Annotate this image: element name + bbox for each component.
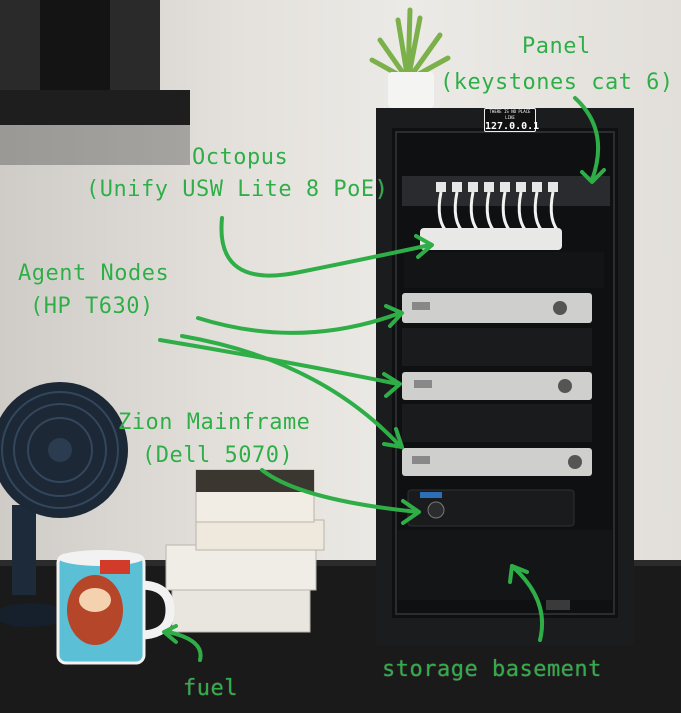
fuel-arrowhead [162, 624, 178, 644]
storage-label: storage basement [382, 657, 602, 682]
desk-edge [0, 560, 681, 566]
panel-arrow [573, 96, 601, 182]
agent-arrowhead-1 [384, 304, 404, 328]
panel-label: Panel [522, 34, 591, 59]
agent-nodes-label: Agent Nodes [18, 261, 170, 286]
zion-mainframe [407, 489, 575, 527]
book-stack [165, 469, 325, 633]
agent-arrow-2 [158, 338, 400, 386]
patch-panel [402, 176, 610, 206]
octopus-arrowhead [414, 234, 434, 259]
agent-node-1 [402, 293, 592, 323]
sticker-small-text: THERE IS NO PLACE LIKE [489, 109, 531, 120]
zion-sublabel: (Dell 5070) [142, 443, 294, 468]
coffee-mug [56, 550, 175, 665]
agent-arrowhead-3 [382, 427, 404, 449]
network-switch [404, 228, 604, 288]
agent-node-2 [402, 372, 592, 400]
shelf-speaker [40, 0, 110, 95]
vented-shelf-2 [402, 404, 592, 442]
storage-basement [398, 530, 612, 610]
zion-arrow [260, 468, 420, 514]
agent-node-3 [402, 448, 592, 476]
ip-sticker: THERE IS NO PLACE LIKE 127.0.0.1 [484, 108, 540, 132]
wall-shelf [0, 90, 190, 125]
vented-shelf-1 [402, 328, 592, 366]
storage-arrow [510, 564, 545, 642]
agent-arrow-1 [196, 311, 402, 335]
shelf-shadow [0, 125, 190, 165]
panel-arrowhead [580, 168, 606, 184]
sticker-ip: 127.0.0.1 [485, 121, 540, 132]
fuel-arrow [166, 630, 203, 662]
potted-plant [369, 7, 451, 108]
agent-arrowhead-2 [382, 372, 402, 398]
panel-sublabel: (keystones cat 6) [440, 70, 674, 95]
agent-arrow-3 [180, 334, 402, 448]
zion-arrowhead [401, 499, 421, 525]
octopus-label: Octopus [192, 145, 289, 170]
annotation-arrows [158, 96, 606, 662]
zion-label: Zion Mainframe [118, 410, 311, 435]
storage-arrowhead [508, 564, 529, 584]
fuel-label: fuel [183, 676, 238, 701]
agent-nodes-sublabel: (HP T630) [30, 294, 154, 319]
desk-fan [0, 382, 128, 627]
octopus-sublabel: (Unify USW Lite 8 PoE) [86, 177, 389, 202]
octopus-arrow [219, 216, 432, 278]
